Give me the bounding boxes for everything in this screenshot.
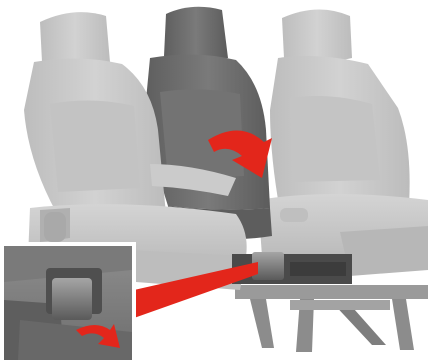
inset-detail — [0, 242, 136, 360]
right-seat — [258, 9, 428, 276]
seat-frame — [235, 285, 428, 352]
